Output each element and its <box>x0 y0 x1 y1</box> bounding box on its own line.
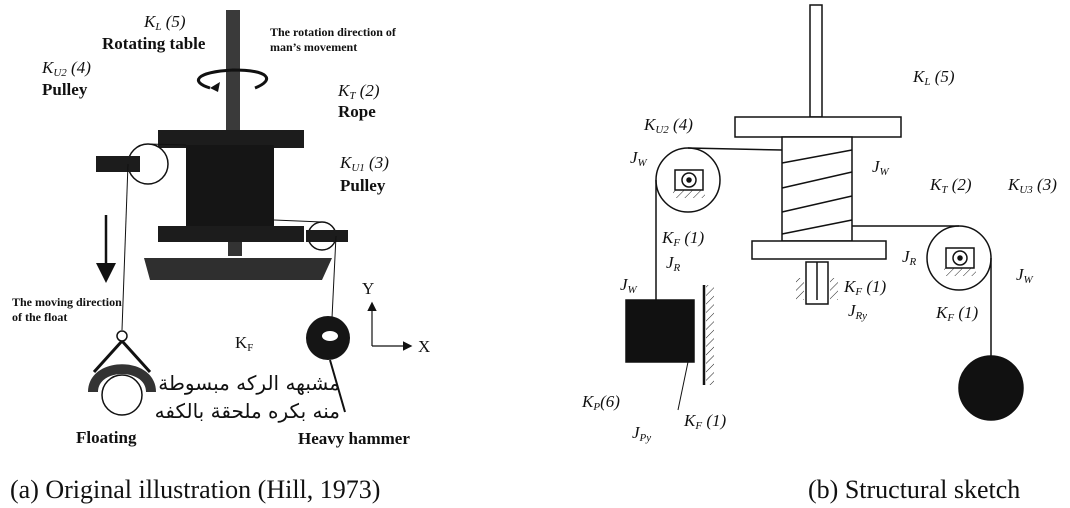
rope-left-pulley-top <box>687 147 783 151</box>
drum-winding-4 <box>781 219 853 235</box>
axis-y-label: Y <box>362 279 374 298</box>
ku3-right-label: KU3 (3) <box>1007 175 1057 196</box>
original-illustration: KL (5) Rotating table The rotation direc… <box>10 10 430 504</box>
drum-winding-1 <box>781 149 853 164</box>
caption-right: (b) Structural sketch <box>808 475 1020 504</box>
floating-label: Floating <box>76 428 137 447</box>
hammer-stick <box>329 359 346 413</box>
jw-left-label: JW <box>630 148 648 169</box>
float-strap-right <box>120 339 152 374</box>
float-ball <box>101 374 143 416</box>
rope-right-top <box>273 219 323 223</box>
drum <box>186 145 274 230</box>
rope-to-float <box>121 163 129 331</box>
rotation-arrowhead <box>210 82 220 92</box>
right-pulley-ground <box>944 268 976 276</box>
arabic-text-line1: مشبهه الركه مبسوطة <box>158 371 340 395</box>
right-pulley-bracket <box>306 230 348 242</box>
rope-left-top <box>147 143 187 146</box>
jw-center-label: JW <box>872 157 890 178</box>
drum-winding-2 <box>781 171 853 189</box>
kf-left-sketch-label: KF (1) <box>661 228 704 249</box>
jpy-label: JPy <box>632 423 651 444</box>
caption-left: (a) Original illustration (Hill, 1973) <box>10 475 380 504</box>
pulley-right-label: Pulley <box>340 176 386 195</box>
ku2-right-label: KU2 (4) <box>643 115 693 136</box>
kt-left-label: KT (2) <box>337 81 380 102</box>
jw-right-label: JW <box>1016 265 1034 286</box>
sketch-top-plate <box>734 116 902 138</box>
ku1-left-label: KU1 (3) <box>339 153 389 174</box>
rope-label: Rope <box>338 102 376 121</box>
left-pulley-bracket <box>96 156 140 172</box>
kf-bottom-label: KF (1) <box>683 411 726 432</box>
jry-label: JRy <box>848 301 867 322</box>
sketch-drum <box>781 136 853 242</box>
base-platform <box>144 258 332 280</box>
kt-right-label: KT (2) <box>929 175 972 196</box>
shaft-base <box>228 242 242 256</box>
float-hook <box>116 330 128 342</box>
structural-labels: KL (5) KU2 (4) JW JW KT (2) KU3 (3) KF (… <box>581 67 1057 504</box>
rotating-table-bottom <box>158 226 304 242</box>
heavy-hammer-label: Heavy hammer <box>298 429 410 448</box>
kf-right-label: KF (1) <box>935 303 978 324</box>
jw-mass-label: JW <box>620 275 638 296</box>
kf-center-label: KF (1) <box>843 277 886 298</box>
bearing-hatch-right <box>830 278 838 300</box>
kl-left-label: KL (5) <box>143 12 186 33</box>
pulley-left-label: Pulley <box>42 80 88 99</box>
sketch-mass-kp <box>625 299 695 363</box>
rotating-table-top <box>158 130 304 148</box>
rotation-note-line2: man’s movement <box>270 40 357 54</box>
hammer-highlight <box>322 331 338 341</box>
jr-right-label: JR <box>902 247 917 268</box>
moving-note-line1: The moving direction <box>12 295 122 309</box>
ku2-left-label: KU2 (4) <box>41 58 91 79</box>
leader-kp <box>677 361 689 411</box>
kp-label: KP(6) <box>581 392 620 413</box>
moving-note-line2: of the float <box>12 310 67 324</box>
drum-winding-3 <box>781 195 853 213</box>
sketch-bottom-plate <box>751 240 887 260</box>
arabic-text-line2: منه بكره ملحقة بالكفه <box>155 399 340 423</box>
float-strap-left <box>92 339 124 374</box>
sketch-heavy-ball <box>958 355 1024 421</box>
guide-wall-hatch <box>706 285 714 385</box>
rotation-arrow <box>197 68 268 90</box>
kf-left-label: KF <box>235 333 253 354</box>
sketch-shaft <box>809 4 823 118</box>
float-arch <box>88 364 156 392</box>
left-pulley-ground <box>673 190 705 198</box>
rotation-note-line1: The rotation direction of <box>270 25 397 39</box>
rope-to-hammer <box>331 235 337 319</box>
jr-left-label: JR <box>666 253 681 274</box>
rotating-table-label: Rotating table <box>102 34 206 53</box>
left-pulley-axle <box>686 177 692 183</box>
structural-sketch <box>625 4 1024 421</box>
axis-x-label: X <box>418 337 430 356</box>
bearing-hatch-left <box>796 278 804 300</box>
right-pulley-axle <box>957 255 963 261</box>
kl-right-label: KL (5) <box>912 67 955 88</box>
